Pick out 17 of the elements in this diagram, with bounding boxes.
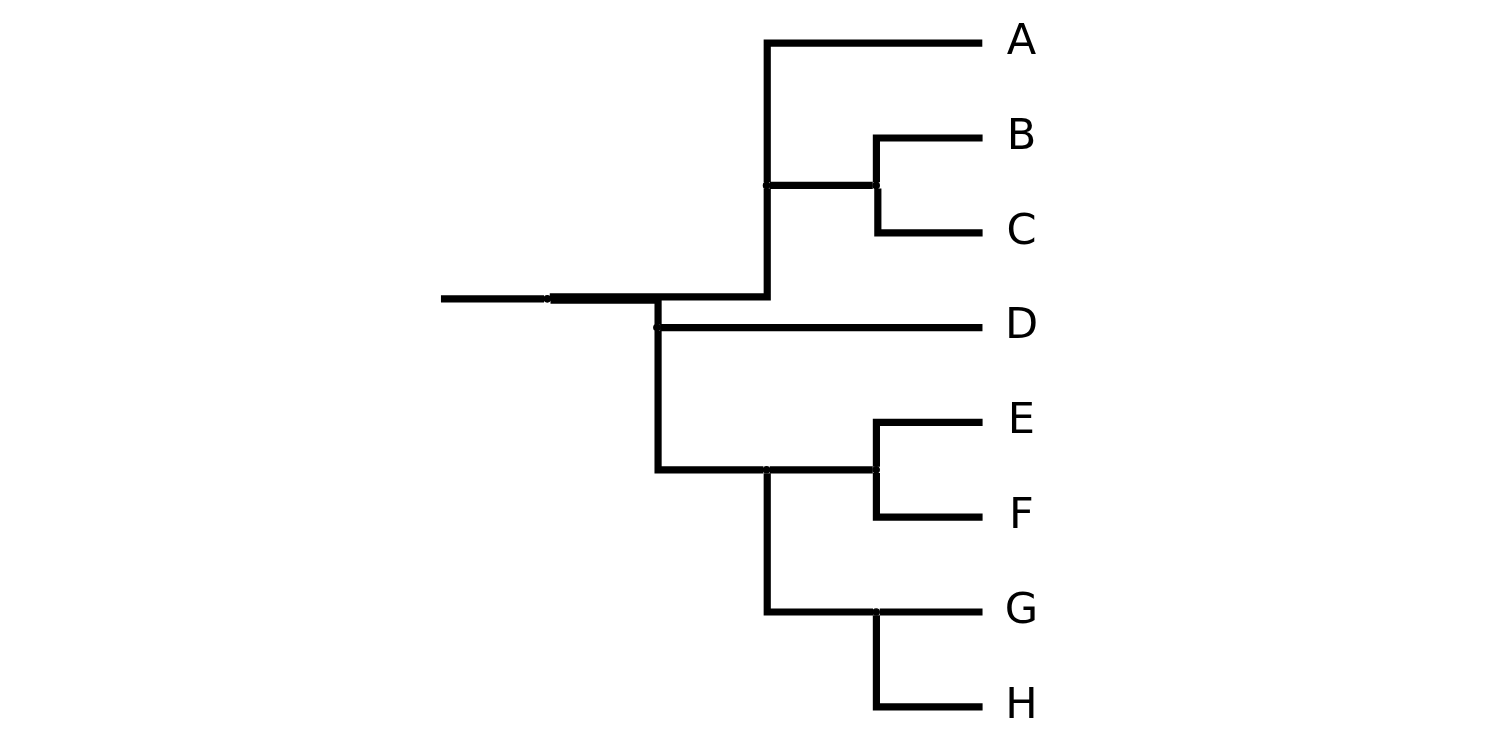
node-text: H [1005, 677, 1038, 728]
node-point [543, 295, 552, 303]
node-text: D [1004, 298, 1039, 349]
node-text: E [1007, 393, 1036, 444]
connector [549, 188, 771, 301]
node-text: C [1006, 203, 1037, 254]
node-point [762, 465, 771, 474]
node-text: F [1009, 487, 1034, 538]
node-text: B [1006, 108, 1037, 159]
node-point [872, 465, 880, 474]
node-point [872, 608, 880, 616]
connector [440, 295, 545, 303]
node-point [762, 181, 771, 190]
node-point [653, 323, 661, 332]
node-point [872, 181, 880, 190]
node-text: A [1006, 13, 1037, 64]
node-text: G [1004, 582, 1039, 633]
